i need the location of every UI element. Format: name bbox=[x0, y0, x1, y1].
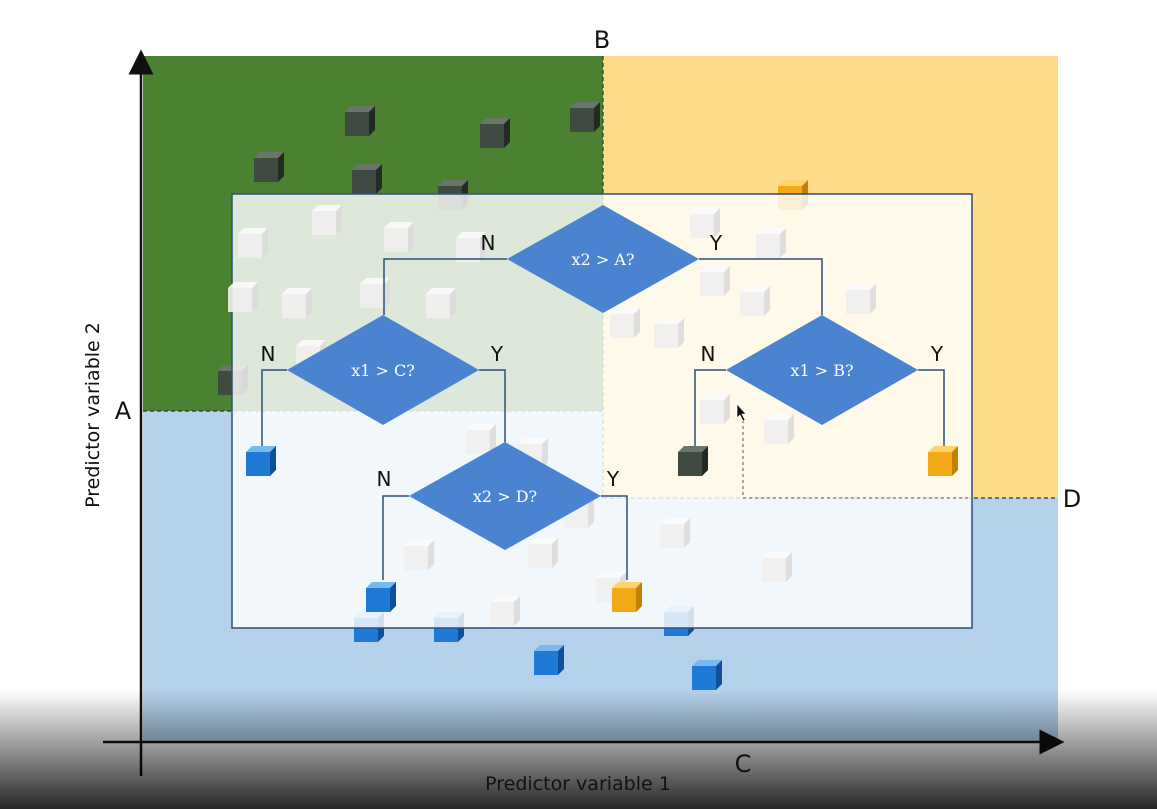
node-question: x2 > D? bbox=[473, 487, 537, 506]
cube-faded bbox=[700, 394, 730, 424]
cube-faded bbox=[846, 284, 876, 314]
cube-blue bbox=[534, 645, 564, 675]
cube-dark bbox=[570, 102, 600, 132]
node-question: x2 > A? bbox=[572, 250, 635, 269]
cube-faded bbox=[700, 266, 730, 296]
cube-faded bbox=[740, 286, 770, 316]
cube-faded bbox=[610, 308, 640, 338]
x-axis-label: Predictor variable 1 bbox=[485, 773, 671, 795]
threshold-label-b: B bbox=[594, 26, 610, 54]
threshold-label-c: C bbox=[735, 750, 752, 778]
cube-faded bbox=[384, 222, 414, 252]
cube-faded bbox=[238, 228, 268, 258]
left-no-label: N bbox=[261, 342, 276, 366]
cube-faded bbox=[654, 318, 684, 348]
mouse-pointer-icon bbox=[736, 403, 747, 422]
left-yes-yes-label: Y bbox=[606, 467, 620, 491]
right-no-label: N bbox=[701, 342, 716, 366]
decision-node-left: x1 > C? bbox=[287, 315, 479, 425]
node-question: x1 > C? bbox=[351, 361, 415, 380]
threshold-label-d: D bbox=[1063, 485, 1081, 513]
cube-faded bbox=[762, 552, 792, 582]
cube-faded bbox=[764, 414, 794, 444]
cube-faded bbox=[282, 288, 312, 318]
cube-faded bbox=[528, 538, 558, 568]
root-no-label: N bbox=[481, 231, 496, 255]
cube-faded bbox=[426, 288, 456, 318]
decision-node-root: x2 > A? bbox=[507, 205, 699, 313]
node-question: x1 > B? bbox=[790, 361, 853, 380]
cube-blue bbox=[692, 660, 722, 690]
leaf-orange-cube bbox=[928, 446, 958, 476]
threshold-label-a: A bbox=[115, 397, 132, 425]
cube-faded bbox=[466, 424, 496, 454]
left-yes-no-label: N bbox=[377, 467, 392, 491]
cube-faded bbox=[360, 278, 390, 308]
cube-dark bbox=[480, 118, 510, 148]
leaf-blue-cube bbox=[366, 582, 396, 612]
cube-dark bbox=[352, 164, 382, 194]
bottom-shading bbox=[0, 690, 1157, 809]
leaf-orange-cube bbox=[612, 582, 642, 612]
leaf-dark-cube bbox=[678, 446, 708, 476]
cube-faded bbox=[404, 540, 434, 570]
highlight-dashed-region bbox=[742, 420, 970, 499]
cube-dark bbox=[254, 152, 284, 182]
decision-node-left-yes: x2 > D? bbox=[409, 442, 601, 550]
cube-dark bbox=[345, 106, 375, 136]
root-yes-label: Y bbox=[709, 231, 723, 255]
leaf-blue-cube bbox=[246, 446, 276, 476]
cube-faded bbox=[756, 228, 786, 258]
cube-faded bbox=[312, 205, 342, 235]
tree-connectors bbox=[261, 258, 945, 580]
cube-faded bbox=[228, 282, 258, 312]
left-yes-label: Y bbox=[490, 342, 504, 366]
decision-node-right: x1 > B? bbox=[726, 315, 918, 425]
y-axis-label: Predictor variable 2 bbox=[82, 322, 104, 508]
cube-faded bbox=[660, 518, 690, 548]
right-yes-label: Y bbox=[930, 342, 944, 366]
cube-faded bbox=[490, 596, 520, 626]
